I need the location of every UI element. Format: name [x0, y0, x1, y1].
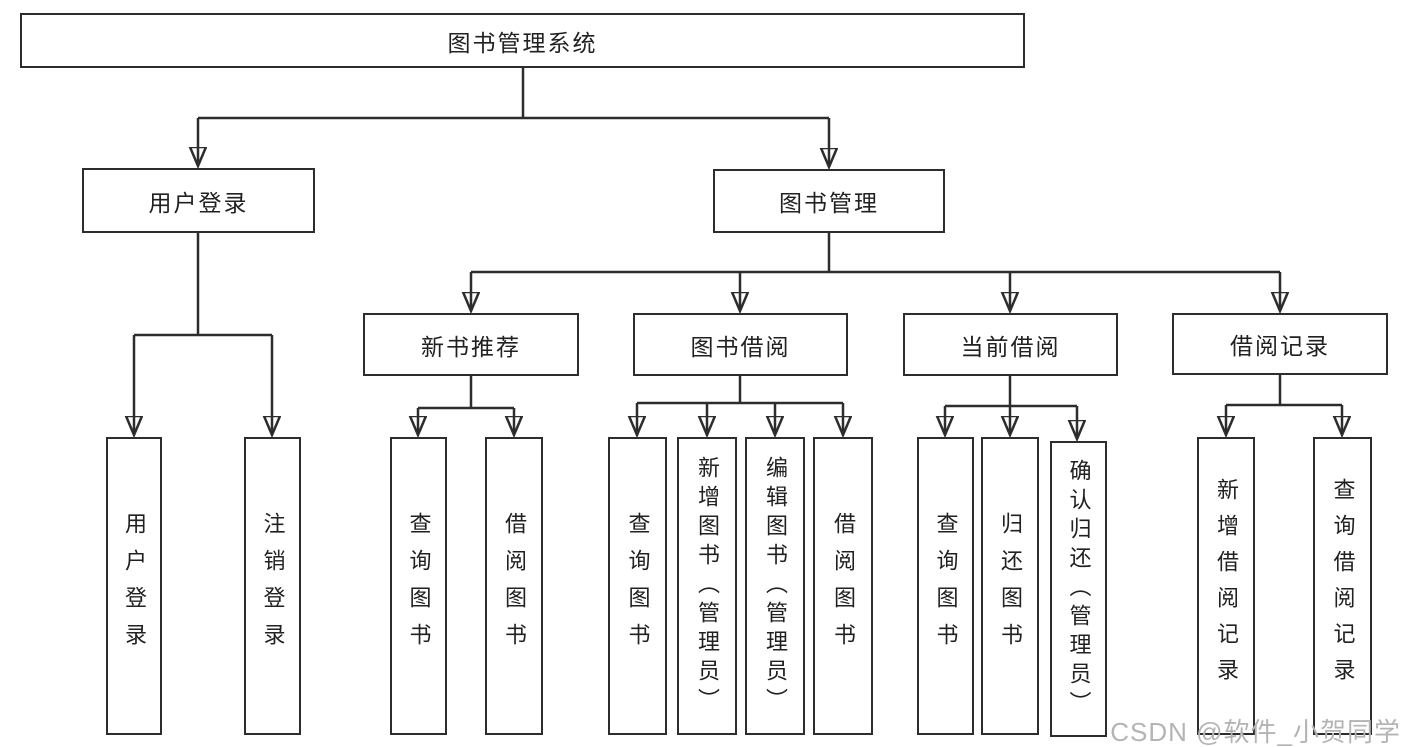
leaf-query-books-current: 查询图书 [917, 437, 974, 735]
node-current-borrowing: 当前借阅 [903, 313, 1118, 376]
leaf-borrow-books: 借阅图书 [813, 437, 873, 735]
node-user-login: 用户登录 [82, 168, 315, 233]
leaf-borrow-books-recommend-label: 借阅图书 [502, 512, 527, 660]
leaf-query-books-borrowing: 查询图书 [608, 437, 667, 735]
leaf-query-borrow-record: 查询借阅记录 [1313, 437, 1372, 735]
leaf-logout: 注销登录 [244, 437, 301, 735]
node-root: 图书管理系统 [20, 13, 1025, 68]
node-book-management: 图书管理 [713, 169, 945, 233]
leaf-user-login-label: 用户登录 [122, 512, 147, 660]
leaf-return-books-label: 归还图书 [998, 512, 1023, 660]
node-book-borrowing: 图书借阅 [633, 313, 848, 376]
leaf-add-books-admin: 新增图书（管理员） [677, 437, 737, 735]
node-borrowing-records-label: 借阅记录 [1230, 333, 1330, 359]
node-current-borrowing-label: 当前借阅 [960, 333, 1061, 360]
leaf-query-books-current-label: 查询图书 [933, 512, 959, 660]
leaf-query-books-recommend: 查询图书 [390, 437, 447, 735]
leaf-return-books: 归还图书 [981, 437, 1039, 735]
leaf-borrow-books-recommend: 借阅图书 [485, 437, 543, 735]
node-user-login-label: 用户登录 [148, 189, 249, 216]
watermark: CSDN @软件_小贺同学 [1110, 717, 1401, 747]
leaf-query-books-recommend-label: 查询图书 [406, 512, 432, 660]
leaf-logout-label: 注销登录 [260, 512, 286, 660]
leaf-add-borrow-record-label: 新增借阅记录 [1214, 478, 1239, 694]
leaf-edit-books-admin-label: 编辑图书（管理员） [763, 455, 788, 717]
leaf-edit-books-admin: 编辑图书（管理员） [745, 437, 805, 735]
node-new-book-recommend-label: 新书推荐 [421, 333, 521, 360]
leaf-add-books-admin-label: 新增图书（管理员） [695, 455, 720, 717]
leaf-borrow-books-label: 借阅图书 [831, 512, 856, 660]
leaf-confirm-return-admin: 确认归还（管理员） [1050, 441, 1107, 737]
leaf-query-borrow-record-label: 查询借阅记录 [1330, 478, 1356, 694]
node-new-book-recommend: 新书推荐 [363, 313, 579, 376]
node-root-label: 图书管理系统 [447, 29, 598, 56]
leaf-query-books-borrowing-label: 查询图书 [625, 512, 651, 660]
leaf-user-login: 用户登录 [106, 437, 162, 735]
node-borrowing-records: 借阅记录 [1172, 313, 1388, 375]
node-book-management-label: 图书管理 [779, 190, 879, 216]
leaf-confirm-return-admin-label: 确认归还（管理员） [1066, 458, 1092, 720]
node-book-borrowing-label: 图书借阅 [690, 333, 791, 360]
leaf-add-borrow-record: 新增借阅记录 [1197, 437, 1255, 735]
